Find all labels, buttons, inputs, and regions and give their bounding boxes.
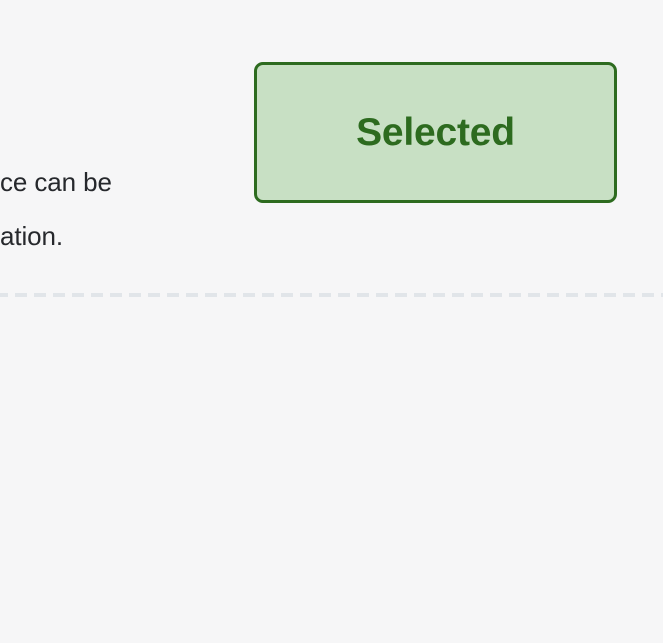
selected-button[interactable]: Selected [254,62,617,203]
description-line: ation. [0,221,64,251]
row-divider [0,293,663,297]
list-item: ce can be ation. Selected [0,0,663,293]
list-item: ession 2 Big Idea of alues) and Select [0,297,663,643]
description-line: ce can be [0,167,112,197]
item-description: ce can be ation. [0,155,112,263]
